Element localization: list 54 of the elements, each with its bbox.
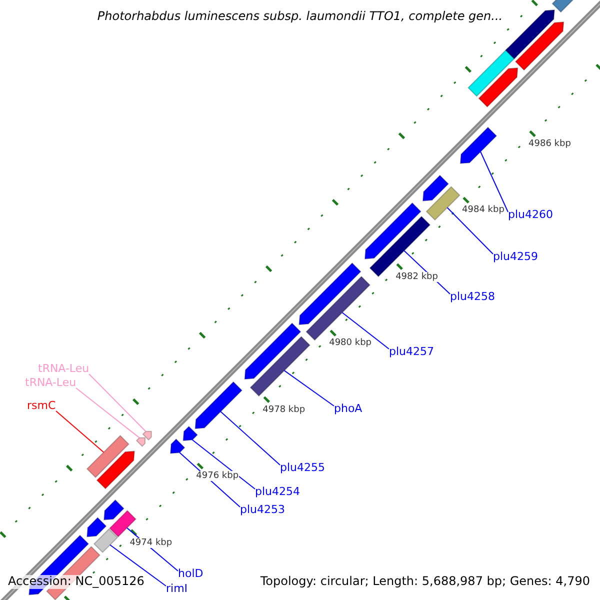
leader-line <box>284 370 334 406</box>
gene-block <box>244 322 302 380</box>
scale-label: 4982 kbp <box>396 272 438 282</box>
gene-block <box>504 9 555 60</box>
gene-label: plu4260 <box>508 209 554 222</box>
scale-label: 4976 kbp <box>196 471 239 482</box>
scale-label: 4986 kbp <box>528 138 571 150</box>
leader-line <box>342 312 390 350</box>
title: Photorhabdus luminescens subsp. laumondii TTO1, complete gen... <box>97 9 503 23</box>
leader-line <box>56 410 104 453</box>
gene-block <box>194 381 243 430</box>
gene-label: tRNA-Leu <box>25 377 76 390</box>
gene-label: plu4257 <box>389 346 434 359</box>
gene-label: plu4253 <box>240 504 286 517</box>
scale-label: 4984 kbp <box>462 205 504 216</box>
gene-block <box>298 262 362 326</box>
scale-label: 4978 kbp <box>262 404 306 415</box>
gene-block <box>182 426 198 442</box>
leader-line <box>76 388 140 438</box>
gene-label: rsmC <box>27 400 56 413</box>
gene-bar <box>108 510 137 538</box>
gene-bar <box>250 336 310 397</box>
gene-label: holD <box>178 568 204 581</box>
gene-bar <box>93 528 118 554</box>
gene-block <box>170 438 186 454</box>
scale-label: 4980 kbp <box>329 338 372 348</box>
gene-block <box>422 174 450 202</box>
summary-text: Topology: circular; Length: 5,688,987 bp; Genes: 4,790 <box>260 575 590 589</box>
accession-text: Accession: NC_005126 <box>8 575 144 589</box>
gene-block <box>142 430 152 441</box>
gene-label: plu4255 <box>280 462 326 475</box>
leader-line <box>88 374 146 432</box>
scale-label: 4974 kbp <box>130 538 172 548</box>
gene-label: plu4254 <box>255 486 300 499</box>
gene-label: phoA <box>334 403 362 416</box>
gene-block <box>364 202 422 260</box>
gene-label: tRNA-Leu <box>38 363 90 376</box>
leader-line <box>220 411 280 466</box>
gene-bar <box>86 434 130 478</box>
gene-block <box>514 21 564 71</box>
gene-label: rimI <box>166 583 188 596</box>
gene-block <box>103 499 125 520</box>
gene-label: plu4259 <box>493 251 538 264</box>
gene-block <box>460 126 498 164</box>
gene-block <box>478 67 518 108</box>
leader-line <box>192 439 256 490</box>
leader-line <box>446 207 494 254</box>
leader-line <box>110 544 166 586</box>
leader-line <box>480 151 508 212</box>
gene-block <box>136 437 146 447</box>
gene-block <box>86 516 107 538</box>
gene-label: plu4258 <box>450 291 496 304</box>
gene-block <box>96 450 135 490</box>
gene-bar <box>426 186 460 221</box>
